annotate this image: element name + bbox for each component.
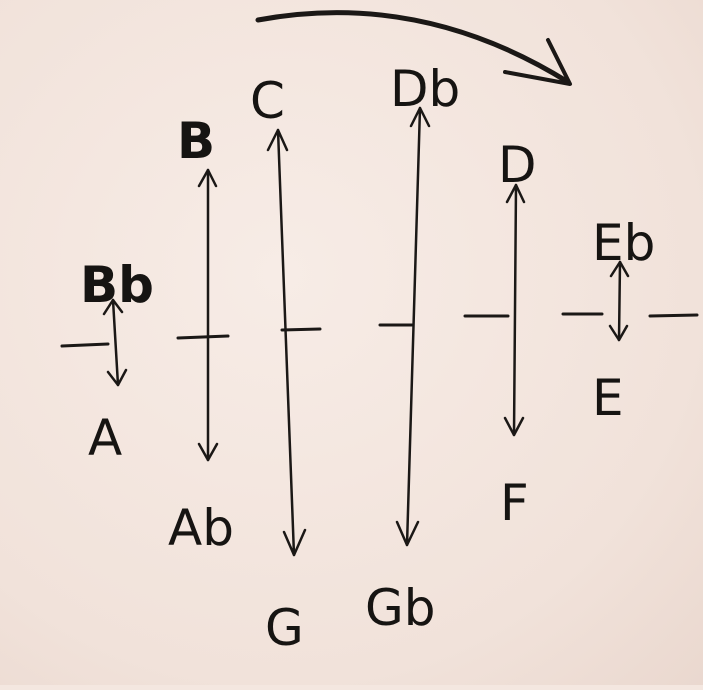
double-arrow-c-g	[266, 128, 307, 557]
double-arrow-db-gb	[395, 106, 431, 547]
double-arrow-b-ab	[197, 168, 219, 462]
note-top-eb: Eb	[592, 214, 655, 272]
note-bottom-f: F	[500, 474, 529, 532]
note-top-b: B	[177, 112, 215, 170]
note-bottom-e: E	[592, 369, 624, 427]
double-arrow-bb-a	[102, 298, 128, 387]
note-bottom-a: A	[88, 409, 122, 467]
note-bottom-gb: Gb	[365, 579, 435, 637]
note-top-bb: Bb	[80, 256, 154, 314]
pair-arrows	[102, 106, 630, 557]
note-top-d: D	[498, 136, 537, 194]
note-bottom-g: G	[265, 599, 304, 657]
double-arrow-d-f	[503, 183, 526, 437]
note-top-db: Db	[390, 60, 460, 118]
center-dashed-line	[60, 312, 699, 348]
note-bottom-ab: Ab	[168, 499, 234, 557]
note-top-c: C	[250, 72, 285, 130]
direction-arc-arrow	[255, 10, 572, 86]
double-arrow-eb-e	[608, 260, 630, 342]
